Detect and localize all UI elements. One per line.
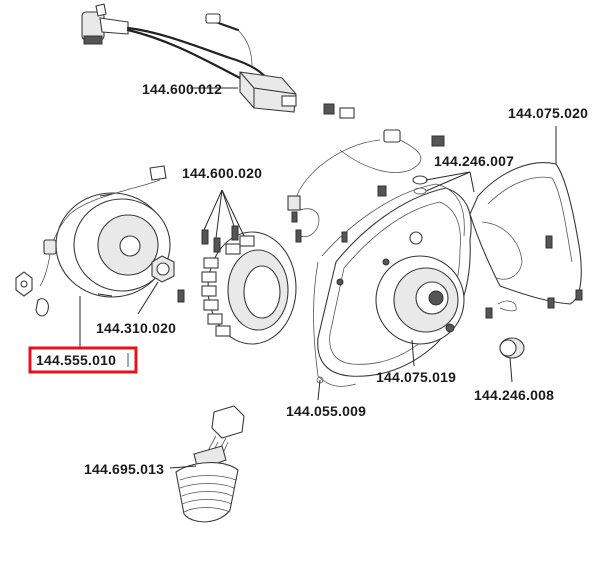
plug-o-ring-drawing xyxy=(412,175,428,195)
label-cap[interactable]: 144.246.008 xyxy=(474,387,554,403)
leader-nut xyxy=(137,281,159,315)
label-stator[interactable]: 144.600.020 xyxy=(182,165,262,181)
leader-plug-1 xyxy=(425,171,471,181)
flywheel-drawing xyxy=(15,165,171,317)
leader-cap xyxy=(509,357,513,383)
stator-drawing xyxy=(177,225,297,345)
leader-spark-plug-boot xyxy=(169,465,197,469)
label-spark-plug-boot[interactable]: 144.695.013 xyxy=(84,461,164,477)
label-plug-o-ring[interactable]: 144.246.007 xyxy=(434,153,514,169)
flywheel-highlight-box xyxy=(28,346,138,374)
housing-drawing xyxy=(317,187,472,377)
label-cover[interactable]: 144.075.020 xyxy=(508,105,588,121)
leader-housing xyxy=(411,339,415,367)
leader-stator-3 xyxy=(221,189,235,227)
label-ignition-coil[interactable]: 144.600.012 xyxy=(142,81,222,97)
leader-stator-2 xyxy=(215,189,223,239)
leader-plug-2 xyxy=(425,171,471,192)
label-nut[interactable]: 144.310.020 xyxy=(96,320,176,336)
label-gasket[interactable]: 144.055.009 xyxy=(286,403,366,419)
spark-plug-boot-drawing xyxy=(175,405,245,523)
cap-drawing xyxy=(497,300,525,359)
leader-stator-1 xyxy=(203,189,223,231)
nut-drawing xyxy=(151,255,175,283)
leader-plug-3 xyxy=(469,171,475,193)
label-flywheel[interactable]: 144.555.010 xyxy=(36,352,116,368)
cover-drawing xyxy=(469,162,583,319)
leader-stator-4 xyxy=(221,189,245,237)
label-housing[interactable]: 144.075.019 xyxy=(376,369,456,385)
leader-gasket xyxy=(317,379,321,401)
ignition-coil-drawing xyxy=(81,3,297,113)
